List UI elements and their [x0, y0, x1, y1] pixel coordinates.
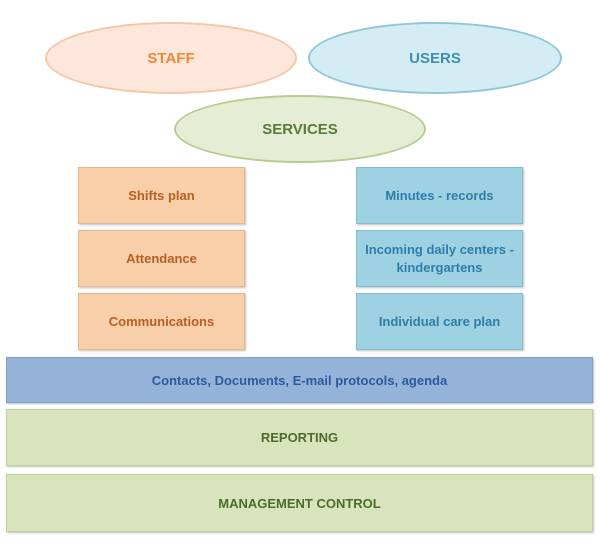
reporting-bar: REPORTING: [6, 409, 593, 466]
minutes-records-label: Minutes - records: [385, 187, 494, 203]
attendance-box: Attendance: [78, 230, 245, 287]
communications-box: Communications: [78, 293, 245, 350]
communications-label: Communications: [108, 313, 215, 329]
attendance-label: Attendance: [126, 250, 197, 266]
minutes-records-box: Minutes - records: [356, 167, 523, 224]
management-control-label: MANAGEMENT CONTROL: [218, 495, 381, 511]
individual-care-plan-label: Individual care plan: [378, 313, 501, 329]
shifts-plan-label: Shifts plan: [128, 187, 195, 203]
management-control-bar: MANAGEMENT CONTROL: [6, 474, 593, 532]
individual-care-plan-box: Individual care plan: [356, 293, 523, 350]
services-ellipse: SERVICES: [174, 95, 426, 163]
services-label: SERVICES: [262, 120, 338, 138]
staff-ellipse: STAFF: [45, 22, 297, 94]
contacts-bar: Contacts, Documents, E-mail protocols, a…: [6, 357, 593, 403]
staff-label: STAFF: [147, 49, 195, 67]
users-label: USERS: [409, 49, 461, 67]
reporting-label: REPORTING: [260, 430, 339, 445]
incoming-daily-centers-label: Incoming daily centers - kindergartens: [365, 241, 514, 275]
shifts-plan-box: Shifts plan: [78, 167, 245, 224]
contacts-label: Contacts, Documents, E-mail protocols, a…: [151, 372, 448, 388]
incoming-daily-centers-box: Incoming daily centers - kindergartens: [356, 230, 523, 287]
users-ellipse: USERS: [308, 22, 562, 94]
